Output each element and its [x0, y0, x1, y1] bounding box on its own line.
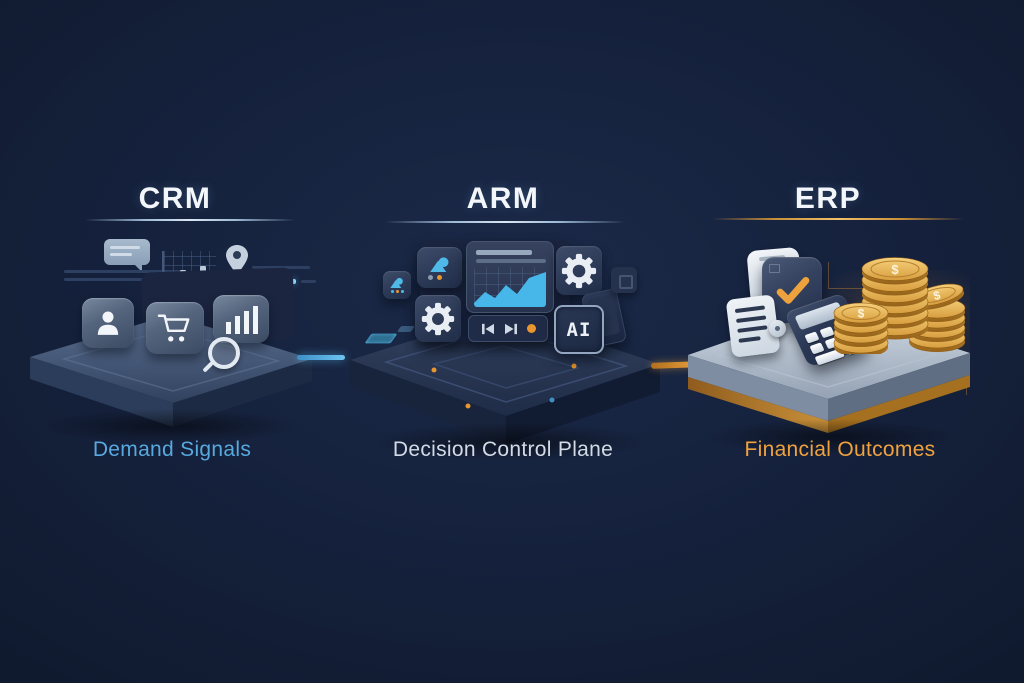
- analytics-dashboard-panel: [466, 241, 554, 313]
- mountain-tile-small-icon: [383, 271, 411, 299]
- circuit-trace-icon: [64, 270, 186, 273]
- media-controls: [468, 315, 548, 342]
- skip-forward-icon: [504, 323, 517, 334]
- svg-text:$: $: [891, 262, 899, 277]
- magnifier-icon: [208, 337, 240, 369]
- location-pin-icon: [226, 245, 248, 275]
- tag-icon: [769, 320, 786, 337]
- crm-underline: [85, 219, 295, 221]
- ai-chip-icon: AI: [554, 305, 604, 354]
- gold-trace-icon: [828, 262, 863, 289]
- svg-text:$: $: [932, 288, 942, 303]
- ai-chip-label: AI: [566, 318, 592, 341]
- gear-icon: [415, 295, 461, 342]
- arm-caption: Decision Control Plane: [392, 438, 614, 461]
- erp-underline: [712, 218, 964, 220]
- square-tile-icon: [611, 267, 637, 293]
- shopping-cart-icon: [146, 302, 204, 354]
- record-dot-icon: [526, 324, 536, 333]
- circuit-trace-icon: [301, 280, 316, 283]
- arm-platform-shadow: [365, 422, 655, 462]
- svg-text:$: $: [858, 307, 865, 321]
- skip-back-icon: [481, 323, 494, 334]
- gear-icon: [556, 246, 602, 295]
- crm-title: CRM: [138, 182, 212, 215]
- erp-platform-shadow: [700, 418, 960, 456]
- connector-crm-arm: [297, 355, 345, 360]
- coin-stack-icon: $ $ $: [833, 257, 966, 354]
- user-icon: [82, 298, 134, 348]
- erp-caption: Financial Outcomes: [744, 438, 936, 461]
- crm-platform-shadow: [35, 408, 305, 444]
- wallet-clasp: [769, 264, 780, 273]
- arm-underline: [385, 221, 625, 223]
- mountain-tile-icon: [417, 247, 462, 288]
- crm-caption: Demand Signals: [92, 438, 252, 461]
- area-chart-icon: [474, 267, 546, 307]
- coin-stack-front: $: [833, 302, 889, 354]
- speech-bubble-icon: [104, 239, 150, 272]
- arm-title: ARM: [466, 182, 540, 215]
- bar-chart-icon: [213, 295, 269, 343]
- erp-title: ERP: [794, 182, 862, 215]
- check-icon: [776, 277, 810, 304]
- circuit-trace-icon: [64, 278, 152, 281]
